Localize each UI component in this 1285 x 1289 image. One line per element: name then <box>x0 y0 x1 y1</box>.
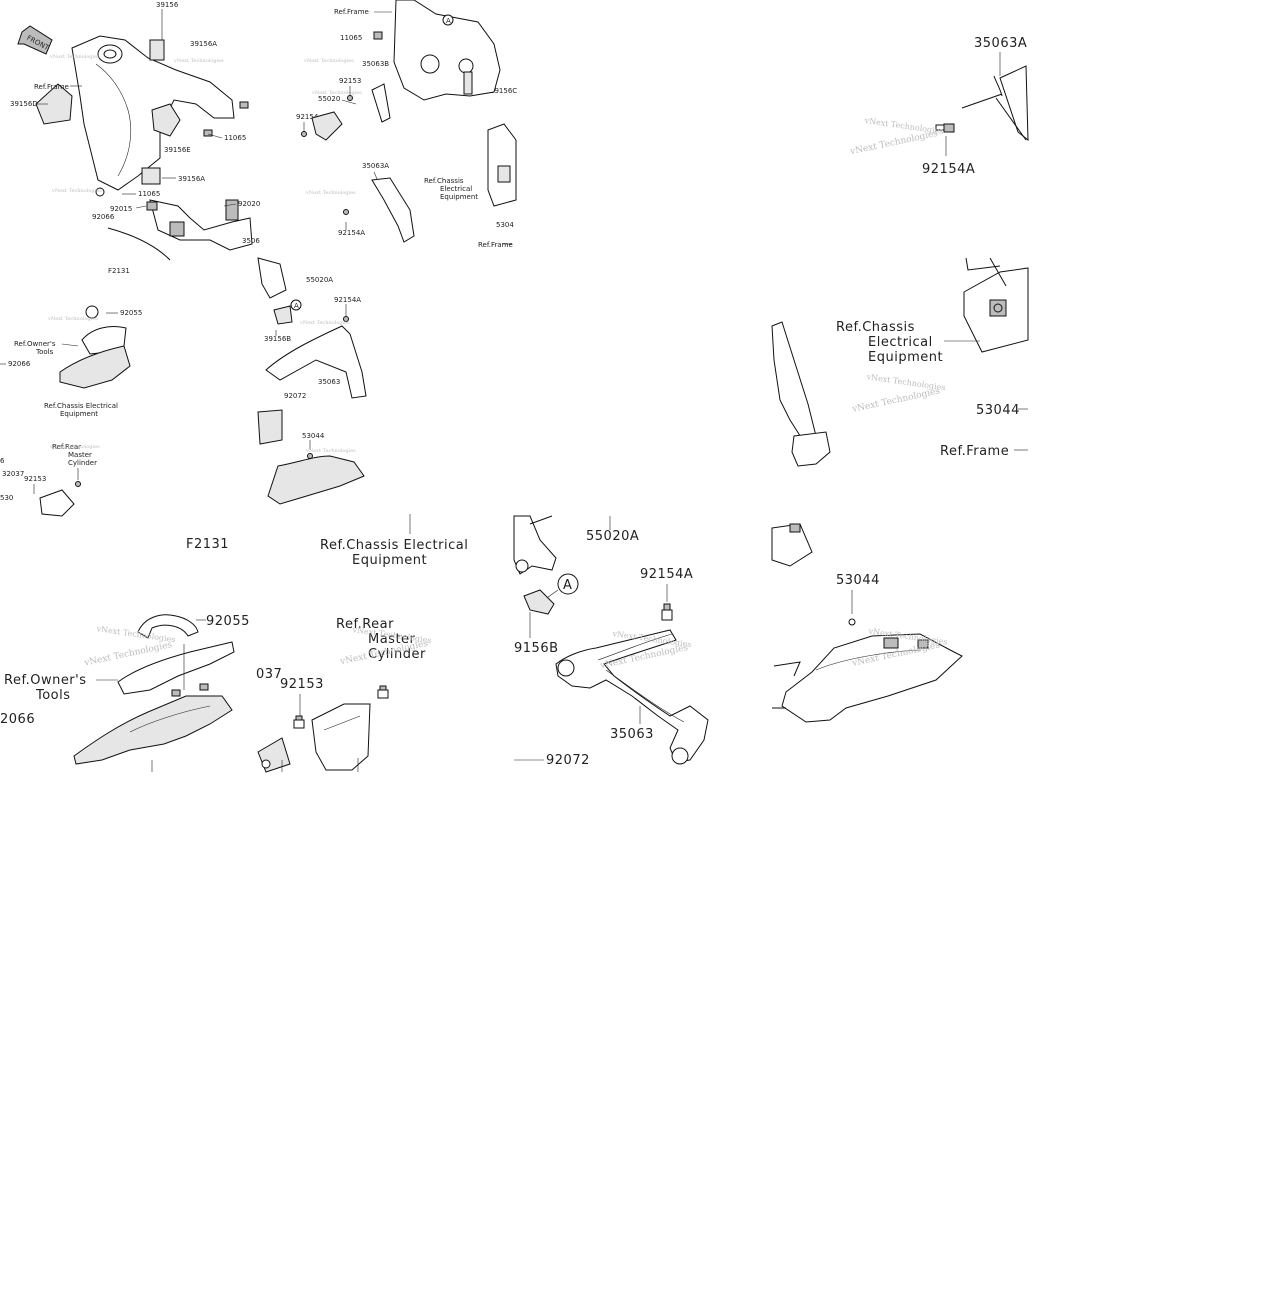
svg-text:53044: 53044 <box>836 573 880 588</box>
owners-tools-drawing <box>73 641 235 772</box>
svg-text:32037: 32037 <box>2 470 24 478</box>
svg-text:F2131: F2131 <box>108 267 130 275</box>
svg-text:vNext Technologies: vNext Technologies <box>173 58 224 64</box>
svg-text:39156E: 39156E <box>164 146 191 154</box>
part-39156B-pad <box>523 589 555 615</box>
svg-text:92154A: 92154A <box>334 296 361 304</box>
svg-text:35063: 35063 <box>610 727 654 742</box>
svg-text:9156B: 9156B <box>514 641 559 656</box>
svg-text:vNext Technologies: vNext Technologies <box>51 188 102 194</box>
part-35063-footpeg-bracket <box>555 629 709 765</box>
svg-text:vNext Technologies: vNext Technologies <box>848 129 939 158</box>
svg-text:39156C: 39156C <box>490 87 517 95</box>
overview-frame-drawing: A A <box>39 0 517 517</box>
frame-rail-drawing <box>513 515 557 575</box>
svg-text:11065: 11065 <box>340 34 362 42</box>
svg-text:39156B: 39156B <box>264 335 291 343</box>
svg-text:92154: 92154 <box>296 113 319 121</box>
svg-text:vNext Technologies: vNext Technologies <box>49 444 100 450</box>
reference-A-marker: A <box>543 573 579 601</box>
svg-text:F2131: F2131 <box>186 537 229 552</box>
svg-text:A: A <box>294 302 299 310</box>
svg-text:530: 530 <box>0 494 13 502</box>
svg-text:53044: 53044 <box>976 403 1020 418</box>
svg-text:35063B: 35063B <box>362 60 389 68</box>
svg-text:vNext Technologies: vNext Technologies <box>47 316 98 322</box>
svg-text:Ref.Frame: Ref.Frame <box>34 83 69 91</box>
svg-text:vNext Technologies: vNext Technologies <box>303 58 354 64</box>
bolt-rear-icon <box>377 685 389 699</box>
svg-text:55020: 55020 <box>318 95 340 103</box>
svg-text:92072: 92072 <box>284 392 306 400</box>
svg-text:vNext Technologies: vNext Technologies <box>305 448 356 454</box>
svg-text:Ref.Frame: Ref.Frame <box>478 241 513 249</box>
svg-text:39156: 39156 <box>156 1 179 9</box>
part-35063A-bracket <box>961 65 1029 142</box>
svg-text:92066: 92066 <box>92 213 115 221</box>
svg-text:53044: 53044 <box>302 432 325 440</box>
svg-text:A: A <box>446 17 451 25</box>
svg-text:3506: 3506 <box>242 237 260 245</box>
svg-text:92153: 92153 <box>24 475 46 483</box>
front-arrow-icon: FRONT <box>17 25 53 55</box>
svg-text:037: 037 <box>256 667 282 682</box>
svg-text:35063A: 35063A <box>974 36 1027 51</box>
overview-panel: FRONT 39156 39156A Ref.Frame <box>0 0 517 517</box>
rear-cowl-drawing <box>35 35 253 261</box>
svg-text:vNext Technologies: vNext Technologies <box>299 320 350 326</box>
overview-callouts: 39156 39156A Ref.Frame 39156D 11065 3915… <box>0 1 517 502</box>
detail-top-right-panel: 35063A 92154A vNext Technologies vNext T… <box>771 36 1029 467</box>
svg-text:vNext Technologies: vNext Technologies <box>311 90 362 96</box>
bolt-92153-icon <box>293 715 305 729</box>
svg-text:35063: 35063 <box>318 378 340 386</box>
svg-text:92154A: 92154A <box>338 229 365 237</box>
bolt-92154A-middle-icon <box>661 603 673 621</box>
svg-text:vNext Technologies: vNext Technologies <box>49 54 100 60</box>
part-92055-clip <box>137 614 199 639</box>
master-cylinder-bracket-drawing <box>257 703 371 773</box>
svg-text:Ref.Frame: Ref.Frame <box>334 8 369 16</box>
svg-text:11065: 11065 <box>138 190 160 198</box>
svg-text:2066: 2066 <box>0 712 35 727</box>
svg-text:39156D: 39156D <box>10 100 38 108</box>
overview-watermarks: vNext Technologies vNext Technologies vN… <box>47 54 362 454</box>
electrical-box-drawing <box>771 257 1029 467</box>
svg-text:A: A <box>563 578 572 593</box>
svg-text:39156A: 39156A <box>178 175 205 183</box>
svg-text:92153: 92153 <box>339 77 361 85</box>
svg-text:92154A: 92154A <box>640 567 693 582</box>
svg-text:92066: 92066 <box>8 360 31 368</box>
svg-text:55020A: 55020A <box>586 529 639 544</box>
svg-text:92020: 92020 <box>238 200 260 208</box>
svg-text:92072: 92072 <box>546 753 590 768</box>
svg-text:vNext Technologies: vNext Technologies <box>305 190 356 196</box>
svg-text:Ref.Frame: Ref.Frame <box>940 444 1009 459</box>
svg-text:92153: 92153 <box>280 677 324 692</box>
svg-text:92055: 92055 <box>206 614 250 629</box>
bolt-92154A-icon <box>935 123 955 133</box>
svg-text:92055: 92055 <box>120 309 142 317</box>
svg-text:5304: 5304 <box>496 221 514 229</box>
svg-text:39156A: 39156A <box>190 40 217 48</box>
svg-text:92015: 92015 <box>110 205 132 213</box>
svg-text:35063A: 35063A <box>362 162 389 170</box>
svg-text:6: 6 <box>0 457 5 465</box>
fender-lower-drawing <box>771 523 963 723</box>
svg-text:92154A: 92154A <box>922 162 975 177</box>
svg-text:vNext Technologies: vNext Technologies <box>850 386 941 415</box>
svg-text:55020A: 55020A <box>306 276 333 284</box>
svg-text:11065: 11065 <box>224 134 246 142</box>
